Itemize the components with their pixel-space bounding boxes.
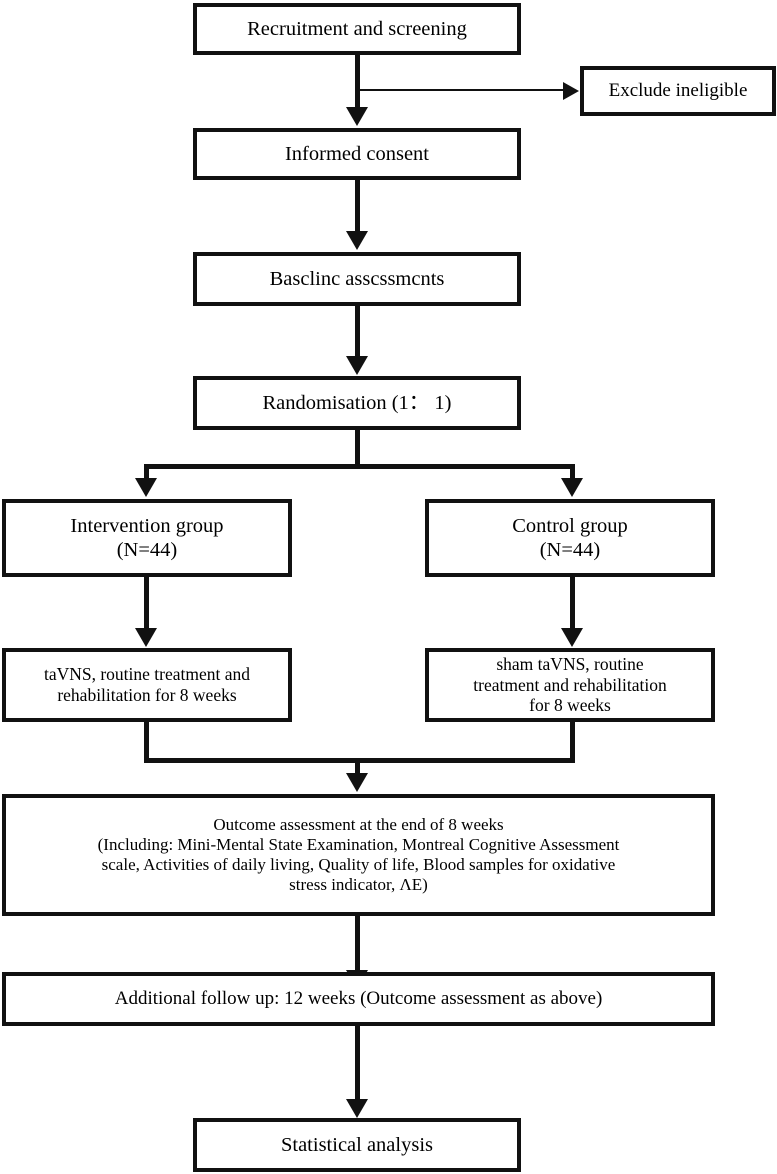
connector-baseline-stem xyxy=(355,306,360,359)
node-intervention-treatment: taVNS, routine treatment and rehabilitat… xyxy=(2,648,292,722)
connector-randomisation-split-bar xyxy=(144,464,575,469)
connector-merge-to-outcome-arrowhead xyxy=(346,773,368,792)
node-exclude-label: Exclude ineligible xyxy=(608,79,748,101)
node-intervention-group: Intervention group (N=44) xyxy=(2,499,292,577)
node-outcome-assessment-label: Outcome assessment at the end of 8 weeks… xyxy=(97,814,620,895)
node-statistical-analysis-label: Statistical analysis xyxy=(280,1133,434,1156)
connector-merge-right-stem xyxy=(570,722,575,763)
node-control-group-label: Control group (N=44) xyxy=(512,514,628,561)
node-control-treatment-label: sham taVNS, routine treatment and rehabi… xyxy=(473,654,667,716)
connector-control-to-treatment-arrowhead xyxy=(561,628,583,647)
node-baseline-assessments: Basclinc asscssmcnts xyxy=(193,252,521,306)
connector-merge-center-stem xyxy=(355,758,360,780)
node-baseline-label: Basclinc asscssmcnts xyxy=(269,267,445,290)
node-intervention-treatment-label: taVNS, routine treatment and rehabilitat… xyxy=(43,664,251,705)
connector-recruitment-to-exclude-line xyxy=(357,89,564,91)
node-exclude-ineligible: Exclude ineligible xyxy=(580,66,776,116)
connector-baseline-to-randomisation-arrowhead xyxy=(346,356,368,375)
node-statistical-analysis: Statistical analysis xyxy=(193,1118,521,1172)
node-followup-label: Additional follow up: 12 weeks (Outcome … xyxy=(114,987,603,1009)
node-recruitment-and-screening: Recruitment and screening xyxy=(193,3,521,55)
node-control-treatment: sham taVNS, routine treatment and rehabi… xyxy=(425,648,715,722)
connector-split-left-stem xyxy=(144,464,149,488)
connector-control-stem xyxy=(570,577,575,630)
connector-followup-stem xyxy=(355,1026,360,1102)
connector-consent-to-baseline-arrowhead xyxy=(346,231,368,250)
node-additional-followup: Additional follow up: 12 weeks (Outcome … xyxy=(2,972,715,1026)
node-control-group: Control group (N=44) xyxy=(425,499,715,577)
connector-split-right-stem xyxy=(570,464,575,488)
connector-followup-to-analysis-arrowhead xyxy=(346,1099,368,1118)
connector-intervention-to-treatment-arrowhead xyxy=(135,628,157,647)
connector-recruitment-to-consent-arrowhead xyxy=(346,107,368,126)
connector-merge-left-stem xyxy=(144,722,149,763)
node-consent-label: Informed consent xyxy=(284,142,430,165)
node-intervention-group-label: Intervention group (N=44) xyxy=(70,514,224,561)
connector-split-left-arrowhead xyxy=(135,478,157,497)
node-randomisation-label: Randomisation (1： 1) xyxy=(262,391,452,414)
node-outcome-assessment: Outcome assessment at the end of 8 weeks… xyxy=(2,794,715,916)
connector-split-right-arrowhead xyxy=(561,478,583,497)
node-informed-consent: Informed consent xyxy=(193,128,521,180)
connector-intervention-stem xyxy=(144,577,149,630)
node-recruitment-label: Recruitment and screening xyxy=(247,17,467,40)
connector-consent-stem xyxy=(355,180,360,233)
connector-recruitment-to-exclude-arrowhead xyxy=(563,82,579,100)
connector-recruitment-stem xyxy=(355,55,360,109)
node-randomisation: Randomisation (1： 1) xyxy=(193,376,521,430)
connector-outcome-stem xyxy=(355,916,360,972)
connector-randomisation-stem xyxy=(355,430,360,468)
